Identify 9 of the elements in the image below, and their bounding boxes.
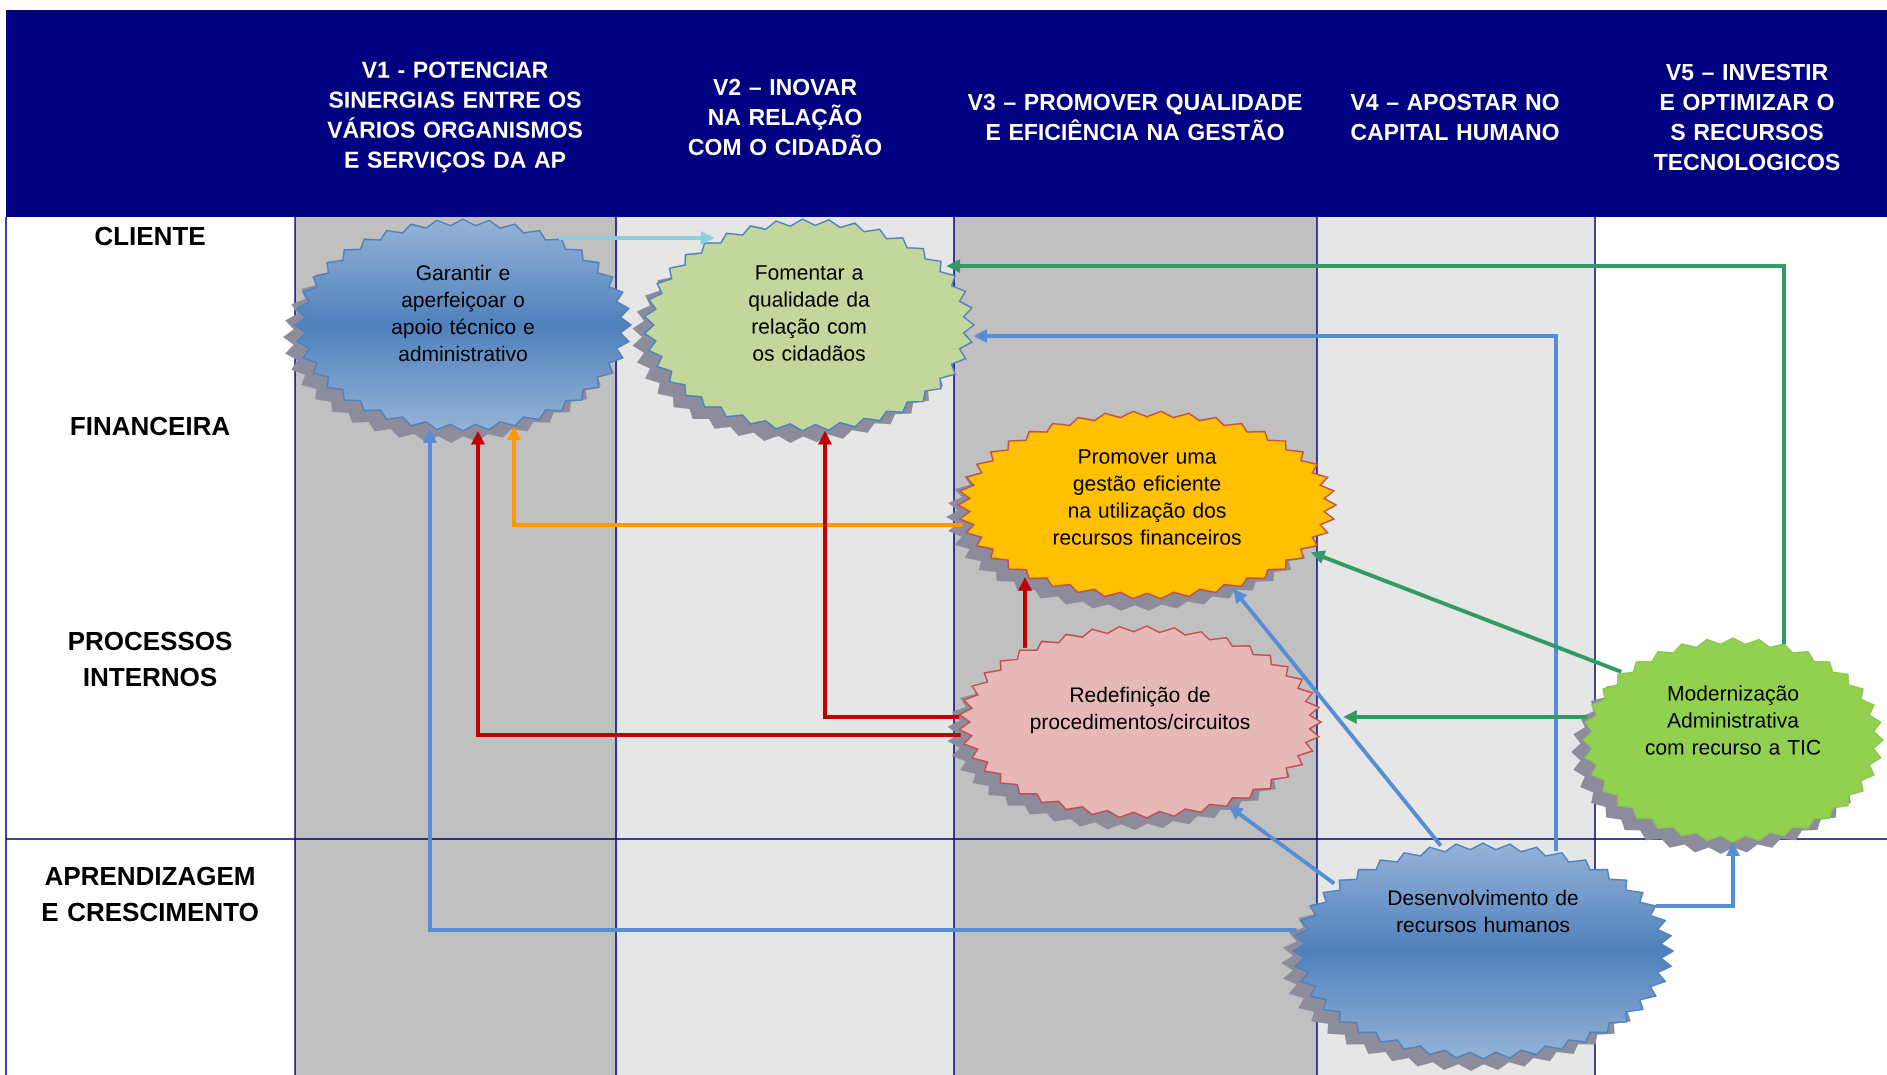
column-heading: V2 – INOVAR NA RELAÇÃO COM O CIDADÃO xyxy=(688,78,882,156)
row-heading: CLIENTE xyxy=(95,226,205,246)
column-heading: V3 – PROMOVER QUALIDADE E EFICIÊNCIA NA GESTÃO xyxy=(967,93,1302,141)
column-heading: V4 – APOSTAR NO CAPITAL HUMANO xyxy=(1350,93,1559,141)
column-heading: V5 – INVESTIR E OPTIMIZAR O S RECURSOS TECNOLOGICOS xyxy=(1654,63,1840,171)
row-heading: APRENDIZAGEM E CRESCIMENTO xyxy=(42,866,258,922)
row-heading: FINANCEIRA xyxy=(71,416,230,436)
row-heading: PROCESSOS INTERNOS xyxy=(69,631,232,687)
column-heading: V1 - POTENCIAR SINERGIAS ENTRE OS VÁRIOS ORGANISMOS E SERVIÇOS DA AP xyxy=(327,61,582,173)
